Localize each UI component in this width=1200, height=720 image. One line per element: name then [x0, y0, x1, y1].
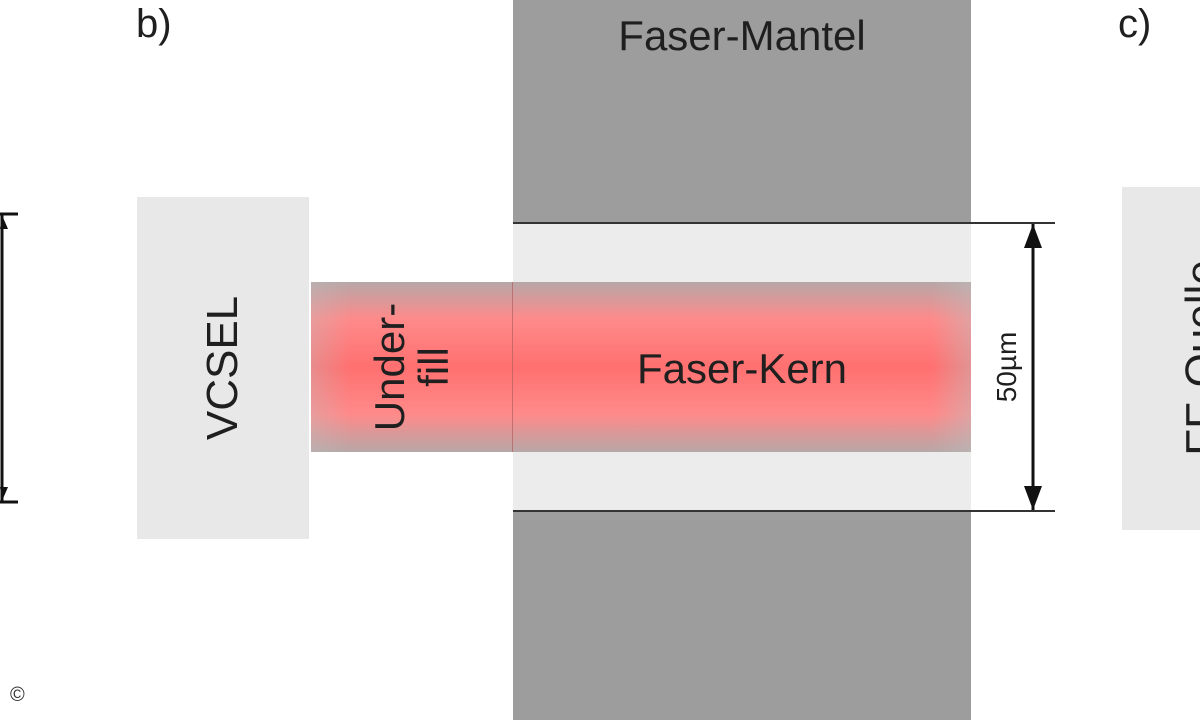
underfill-label-line1: Under-: [366, 302, 413, 432]
arrowhead-down-icon: [1024, 486, 1042, 510]
underfill-label-line2: fill: [410, 347, 457, 387]
ff-source-block: [1122, 187, 1200, 530]
underfill-core-boundary: [512, 282, 513, 452]
fiber-mantle-label: Faser-Mantel: [618, 12, 866, 59]
left-dimension-bracket: [0, 212, 18, 504]
dimension-extension-top: [971, 222, 1055, 224]
arrowhead-down-icon: [0, 487, 8, 501]
vcsel-block: VCSEL: [137, 197, 309, 539]
arrowhead-up-icon: [0, 215, 8, 229]
arrowhead-up-icon: [1024, 224, 1042, 248]
panel-label-b: b): [136, 2, 172, 46]
dimension-label: 50µm: [991, 331, 1022, 403]
light-beam: [311, 282, 971, 452]
vcsel-label: VCSEL: [198, 295, 247, 441]
ff-source-label: FF-Quelle: [1177, 260, 1200, 456]
fiber-core-label: Faser-Kern: [636, 345, 848, 392]
copyright-mark: ©: [10, 684, 25, 706]
panel-label-c: c): [1118, 2, 1152, 46]
dimension-arrow: [1024, 224, 1042, 510]
dimension-extension-bottom: [971, 510, 1055, 512]
underfill-label: Under- fill: [366, 302, 457, 432]
